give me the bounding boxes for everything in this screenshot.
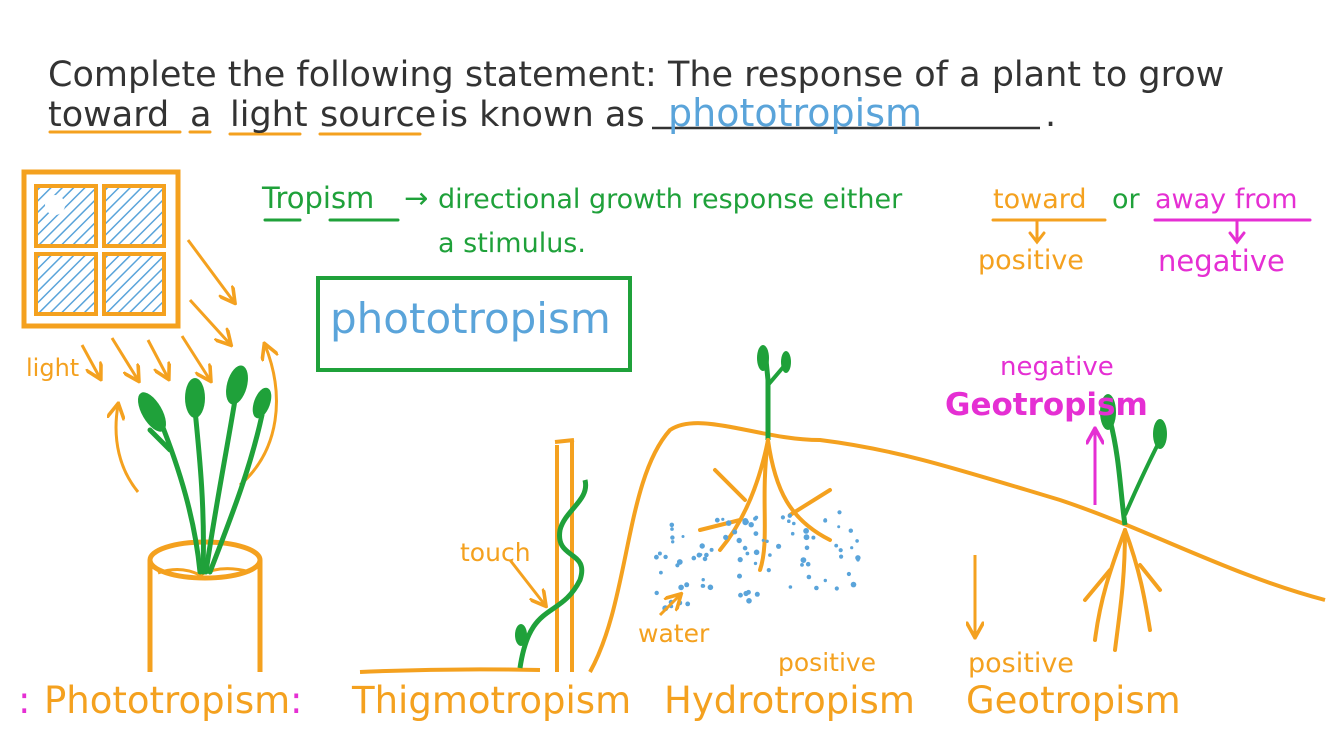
negative-label: negative xyxy=(1158,244,1285,278)
geo-positive-label: positive xyxy=(968,648,1074,679)
definition-line-2: a stimulus. xyxy=(438,228,586,259)
ground-line xyxy=(588,421,1326,673)
question-line-2-c: light xyxy=(230,95,308,135)
photo-caption-marks-left: : xyxy=(18,679,31,722)
geo-negative-label: negative xyxy=(1000,352,1114,382)
definition-text: directional growth response either xyxy=(438,184,903,215)
hydro-positive-label: positive xyxy=(778,648,877,677)
phototropism-box xyxy=(316,276,632,372)
geotropism-caption: Geotropism xyxy=(966,679,1181,722)
geo-negative-title: Geotropism xyxy=(945,387,1148,423)
definition-arrow: → xyxy=(404,181,429,215)
hydrotropism-plant xyxy=(698,345,832,572)
boxed-phototropism: phototropism xyxy=(330,294,611,343)
plant-leaves xyxy=(138,365,272,432)
answer-text: phototropism xyxy=(668,91,923,135)
question-period: . xyxy=(1045,95,1057,135)
positive-label: positive xyxy=(978,245,1084,276)
question-line-2-a: toward xyxy=(48,95,170,135)
question-line-2-e: is known as xyxy=(440,95,645,135)
hydrotropism-caption: Hydrotropism xyxy=(664,679,915,722)
water-label: water xyxy=(638,619,710,648)
question-line-1: Complete the following statement: The re… xyxy=(48,55,1225,95)
phototropism-caption: Phototropism xyxy=(44,679,291,722)
growth-arrows xyxy=(116,345,276,493)
or-word: or xyxy=(1112,184,1140,215)
away-from-word: away from xyxy=(1155,184,1298,215)
light-arrows xyxy=(80,239,234,380)
toward-word: toward xyxy=(993,184,1087,215)
tropism-term: Tropism xyxy=(262,181,375,215)
thigmotropism-illustration xyxy=(359,438,589,674)
question-line-2-d: source xyxy=(320,95,437,135)
touch-label: touch xyxy=(460,538,531,567)
definition-underlines xyxy=(263,218,1312,245)
geotropism-plant xyxy=(1083,394,1167,652)
thigmotropism-caption: Thigmotropism xyxy=(352,679,632,722)
light-label: light xyxy=(26,354,80,382)
question-line-2-b: a xyxy=(190,95,212,135)
phototropism-plant xyxy=(147,397,265,575)
question-underlines xyxy=(48,130,422,136)
water-droplets xyxy=(654,510,861,612)
water-arrow xyxy=(658,595,680,617)
photo-caption-marks-right: : xyxy=(290,679,303,722)
window-illustration xyxy=(21,169,181,329)
